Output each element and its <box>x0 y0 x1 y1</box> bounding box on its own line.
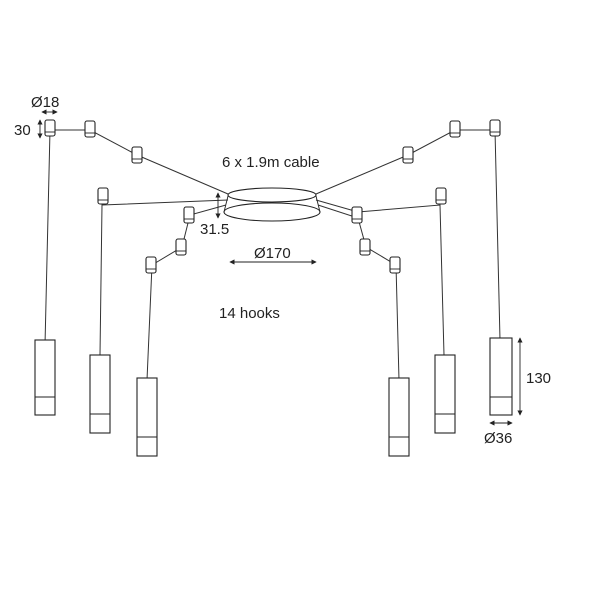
hooks <box>44 119 501 274</box>
lamp-shades <box>34 337 513 457</box>
hook <box>97 187 109 205</box>
lamp-shade <box>34 339 56 416</box>
canopy-diameter-label: Ø170 <box>254 245 291 262</box>
hook <box>175 238 187 256</box>
canopy-height-label: 31.5 <box>200 221 229 238</box>
cable-5 <box>315 199 445 356</box>
cable-2 <box>99 199 229 356</box>
hook <box>351 206 363 224</box>
lamp-shade <box>489 337 513 416</box>
hook <box>44 119 56 137</box>
dimension-lines <box>37 109 523 426</box>
hook-height-label: 30 <box>14 122 31 139</box>
hook-diameter-label: Ø18 <box>31 94 59 111</box>
hook <box>359 238 371 256</box>
hook <box>449 120 461 138</box>
ceiling-canopy <box>223 187 321 222</box>
cable-6 <box>317 204 400 381</box>
hook <box>389 256 401 274</box>
hook <box>489 119 501 137</box>
canopy-bottom-rim <box>223 202 321 222</box>
hook <box>145 256 157 274</box>
cable-label: 6 x 1.9m cable <box>222 154 320 171</box>
hook <box>435 187 447 205</box>
lamp-shade <box>136 377 158 457</box>
lamp-shade <box>89 354 111 434</box>
hook <box>183 206 195 224</box>
lamp-shade <box>388 377 410 457</box>
lamp-shade <box>434 354 456 434</box>
shade-height-label: 130 <box>526 370 551 387</box>
shade-diameter-label: Ø36 <box>484 430 512 447</box>
hook <box>84 120 96 138</box>
hook <box>402 146 414 164</box>
canopy-top-rim <box>227 187 317 203</box>
hooks-label: 14 hooks <box>219 305 280 322</box>
hook <box>131 146 143 164</box>
